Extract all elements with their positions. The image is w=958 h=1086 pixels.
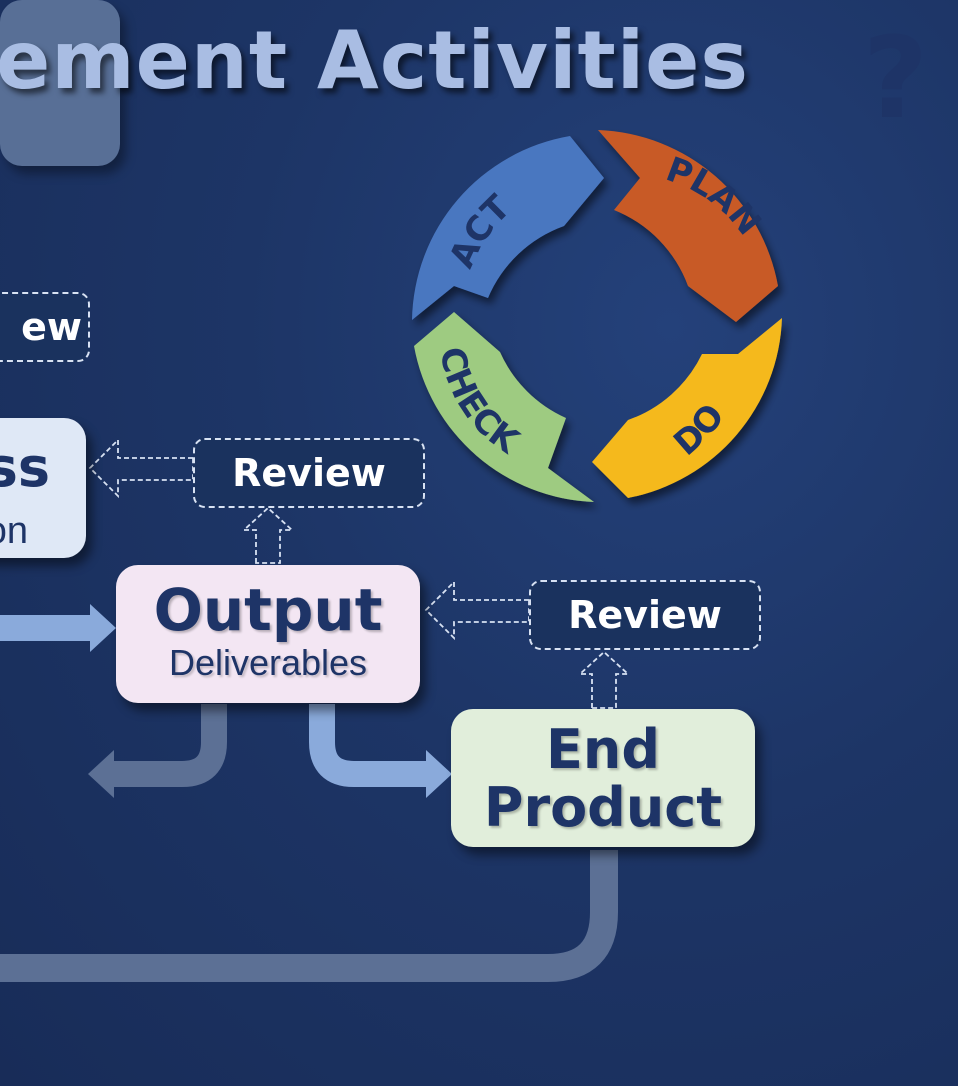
output-to-review-arrow	[241, 506, 295, 564]
review-label: Review	[568, 593, 722, 637]
process-label: ss	[0, 436, 50, 499]
act-segment	[412, 136, 604, 320]
end-product-to-review-arrow	[577, 650, 631, 709]
review-to-process-arrow	[88, 437, 194, 499]
output-to-end-product-arrow	[309, 704, 452, 798]
process-sublabel: on	[0, 510, 28, 552]
page-title: ement Activities	[0, 14, 750, 107]
review-partial-label: ew	[21, 305, 82, 349]
plan-segment	[598, 130, 778, 322]
process-to-output-arrow	[0, 604, 116, 652]
end-product-label-line1: End	[546, 718, 660, 781]
do-segment	[592, 318, 782, 498]
output-to-decision-arrow	[88, 704, 227, 798]
output-label: Output	[153, 576, 383, 644]
review-label: Review	[232, 451, 386, 495]
check-segment	[414, 312, 594, 502]
review-to-output-arrow	[424, 579, 530, 641]
pdca-cycle	[412, 130, 782, 502]
review-box-partial: ew	[0, 292, 90, 362]
decision-box: ?	[0, 0, 928, 166]
output-sublabel: Deliverables	[168, 642, 368, 683]
process-box: ss on	[0, 418, 86, 558]
feedback-loop-line	[0, 850, 618, 982]
end-product-box: End Product	[451, 709, 755, 847]
end-product-label-line2: Product	[483, 776, 723, 839]
review-box-output: Review	[193, 438, 425, 508]
output-box: Output Deliverables	[116, 565, 420, 703]
review-box-end-product: Review	[529, 580, 761, 650]
